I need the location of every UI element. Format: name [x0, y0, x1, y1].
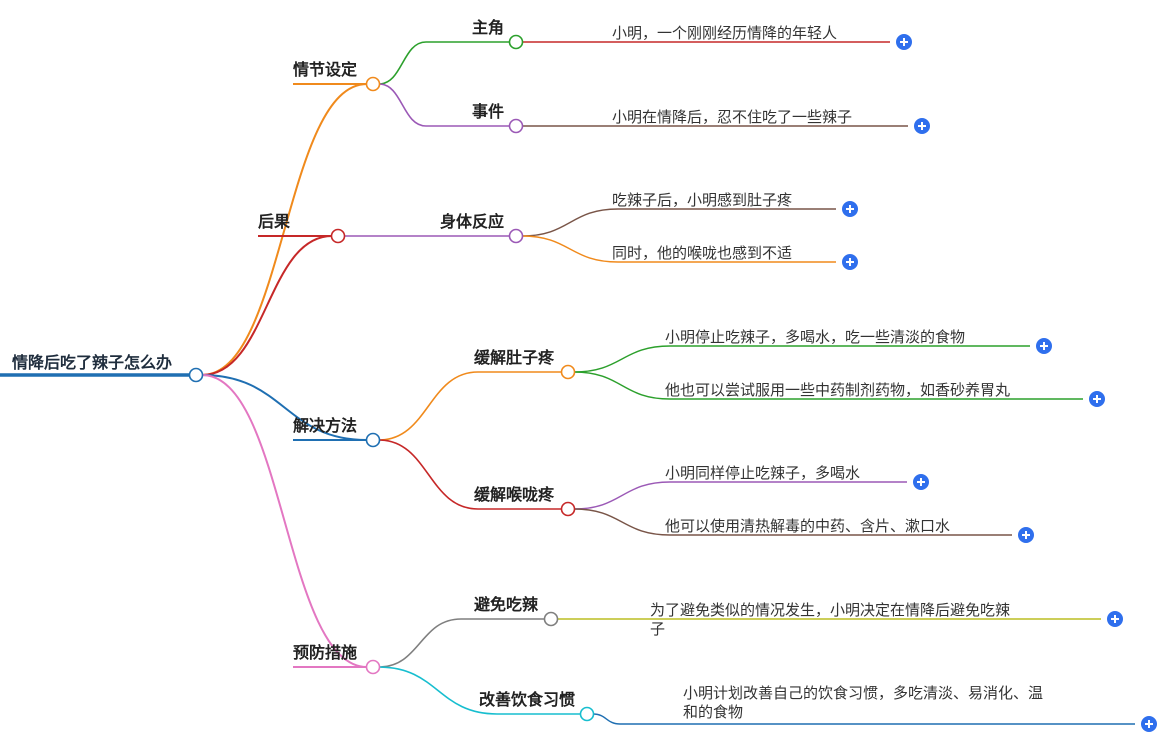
branch-label-2: 解决方法 — [293, 416, 357, 435]
add-node-plus-icon[interactable] — [842, 254, 858, 270]
leaf-text: 小明在情降后，忍不住吃了一些辣子 — [612, 108, 852, 126]
sub-label-2-1: 缓解喉咙疼 — [473, 485, 555, 504]
add-node-plus-icon[interactable] — [913, 474, 929, 490]
branch-node-1[interactable] — [330, 228, 346, 244]
leaf-text: 小明，一个刚刚经历情降的年轻人 — [612, 24, 837, 42]
branch-label-3: 预防措施 — [293, 643, 357, 662]
leaf-text: 吃辣子后，小明感到肚子疼 — [612, 191, 792, 209]
sub-label-0-0: 主角 — [472, 18, 504, 37]
sub-label-3-1: 改善饮食习惯 — [479, 690, 575, 709]
leaf-text: 小明计划改善自己的饮食习惯，多吃清淡、易消化、温和的食物 — [683, 684, 1043, 721]
add-node-plus-icon[interactable] — [842, 201, 858, 217]
sub-connector — [378, 41, 427, 85]
branch-connector — [201, 374, 368, 441]
sub-node-2-1[interactable] — [560, 501, 576, 517]
leaf-connector — [521, 208, 619, 237]
branch-label-0: 情节设定 — [293, 60, 357, 79]
add-node-plus-icon[interactable] — [914, 118, 930, 134]
add-node-plus-icon[interactable] — [1036, 338, 1052, 354]
branch-node-0[interactable] — [365, 76, 381, 92]
add-node-plus-icon[interactable] — [1141, 716, 1157, 732]
leaf-text: 他可以使用清热解毒的中药、含片、漱口水 — [665, 517, 950, 535]
sub-node-0-0[interactable] — [508, 34, 524, 50]
sub-label-3-0: 避免吃辣 — [474, 595, 539, 614]
add-node-plus-icon[interactable] — [1089, 391, 1105, 407]
sub-node-2-0[interactable] — [560, 364, 576, 380]
leaf-connector — [573, 481, 671, 510]
leaf-text: 为了避免类似的情况发生，小明决定在情降后避免吃辣子 — [650, 601, 1010, 638]
leaf-text: 小明同样停止吃辣子，多喝水 — [665, 464, 860, 482]
root-title: 情降后吃了辣子怎么办 — [12, 353, 172, 372]
add-node-plus-icon[interactable] — [896, 34, 912, 50]
sub-connector — [378, 83, 427, 127]
sub-node-0-1[interactable] — [508, 118, 524, 134]
sub-connector — [378, 439, 479, 510]
leaf-connector — [573, 345, 671, 373]
leaf-connector — [592, 713, 621, 725]
add-node-plus-icon[interactable] — [1107, 611, 1123, 627]
add-node-plus-icon[interactable] — [1018, 527, 1034, 543]
leaf-connector — [521, 235, 619, 263]
sub-node-3-1[interactable] — [579, 706, 595, 722]
leaf-text: 他也可以尝试服用一些中药制剂药物，如香砂养胃丸 — [665, 381, 1010, 399]
sub-node-1-0[interactable] — [508, 228, 524, 244]
sub-connector — [378, 666, 498, 715]
root-node[interactable] — [188, 367, 204, 383]
sub-connector — [378, 618, 462, 668]
leaf-text: 小明停止吃辣子，多喝水，吃一些清淡的食物 — [665, 328, 965, 346]
sub-label-0-1: 事件 — [472, 102, 504, 121]
branch-connector — [201, 83, 368, 376]
branch-connector — [201, 235, 333, 376]
branch-node-3[interactable] — [365, 659, 381, 675]
connector-lines — [0, 41, 1135, 725]
sub-node-3-0[interactable] — [543, 611, 559, 627]
leaf-connector — [573, 508, 671, 536]
branch-connector — [201, 374, 368, 668]
leaf-text: 同时，他的喉咙也感到不适 — [612, 244, 792, 262]
leaf-connector — [573, 371, 671, 400]
branch-node-2[interactable] — [365, 432, 381, 448]
branch-label-1: 后果 — [258, 212, 290, 231]
sub-connector — [378, 371, 479, 441]
sub-label-1-0: 身体反应 — [440, 212, 504, 231]
sub-label-2-0: 缓解肚子疼 — [473, 348, 555, 367]
